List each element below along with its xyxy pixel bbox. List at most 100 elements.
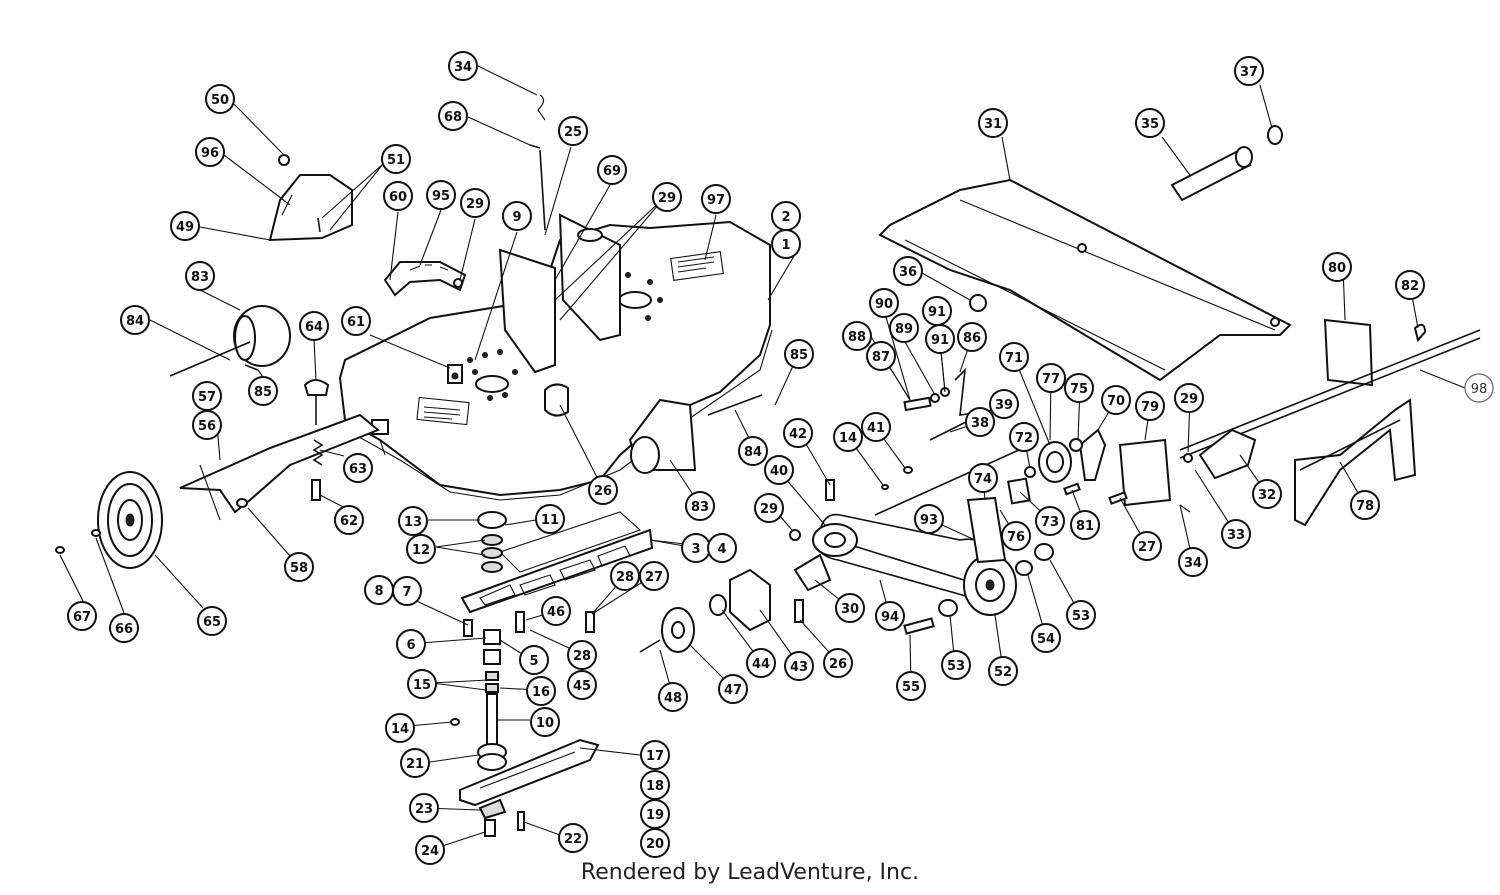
callout-20: 20 bbox=[646, 837, 664, 852]
callout-82-circle bbox=[1395, 270, 1425, 300]
callout-35-circle bbox=[1135, 108, 1165, 138]
callout-16: 16 bbox=[532, 685, 550, 700]
callout-90-circle bbox=[869, 288, 899, 318]
callout-26-a: 26 bbox=[594, 484, 612, 499]
callout-61-circle bbox=[341, 306, 371, 336]
callout-98: 98 bbox=[1471, 382, 1488, 397]
callout-56-circle bbox=[192, 410, 222, 440]
callout-50-circle bbox=[205, 84, 235, 114]
callout-64: 64 bbox=[305, 320, 323, 335]
callout-58: 58 bbox=[290, 561, 308, 576]
wheel-and-roller-parts bbox=[55, 94, 763, 569]
callout-6: 6 bbox=[406, 638, 415, 653]
callout-10-circle bbox=[530, 707, 560, 737]
callout-66-circle bbox=[109, 613, 139, 643]
callout-27-b: 27 bbox=[1138, 540, 1156, 555]
callout-70-circle bbox=[1101, 385, 1131, 415]
callout-26-b-circle bbox=[823, 648, 853, 678]
callout-93-circle bbox=[914, 504, 944, 534]
callout-45-circle bbox=[567, 670, 597, 700]
callout-60: 60 bbox=[389, 190, 407, 205]
callout-57: 57 bbox=[198, 390, 216, 405]
callout-28-a: 28 bbox=[616, 570, 634, 585]
callout-86: 86 bbox=[963, 331, 981, 346]
callout-51-circle bbox=[381, 144, 411, 174]
callout-54-circle bbox=[1031, 623, 1061, 653]
callout-83-b-circle bbox=[685, 491, 715, 521]
callout-63: 63 bbox=[349, 462, 367, 477]
callout-29-c-circle bbox=[754, 493, 784, 523]
callout-42: 42 bbox=[789, 427, 807, 442]
callout-85-a-circle bbox=[248, 376, 278, 406]
callout-43-circle bbox=[784, 651, 814, 681]
callout-61: 61 bbox=[347, 315, 365, 330]
callout-45: 45 bbox=[573, 679, 591, 694]
callout-49-circle bbox=[170, 211, 200, 241]
callout-66: 66 bbox=[115, 622, 133, 637]
callout-74: 74 bbox=[974, 472, 992, 487]
callout-10: 10 bbox=[536, 716, 554, 731]
callout-91-a: 91 bbox=[928, 305, 946, 320]
callout-96-circle bbox=[195, 137, 225, 167]
callout-89-circle bbox=[889, 313, 919, 343]
callout-85-b: 85 bbox=[790, 348, 808, 363]
callout-12-circle bbox=[406, 534, 436, 564]
callout-15-circle bbox=[407, 669, 437, 699]
callout-91-b: 91 bbox=[931, 333, 949, 348]
callout-34-b: 34 bbox=[1184, 556, 1202, 571]
callout-7-circle bbox=[392, 576, 422, 606]
callout-67: 67 bbox=[73, 610, 91, 625]
callout-39-circle bbox=[989, 389, 1019, 419]
callout-84-a: 84 bbox=[126, 314, 144, 329]
callout-11: 11 bbox=[541, 513, 559, 528]
callout-26-a-circle bbox=[588, 475, 618, 505]
callout-68: 68 bbox=[444, 110, 462, 125]
callout-86-circle bbox=[957, 322, 987, 352]
spindle-assembly bbox=[450, 511, 654, 837]
callout-36: 36 bbox=[899, 265, 917, 280]
callout-82: 82 bbox=[1401, 279, 1419, 294]
callout-25: 25 bbox=[564, 125, 582, 140]
callout-14-a: 14 bbox=[391, 722, 409, 737]
callout-22: 22 bbox=[564, 832, 582, 847]
callout-29-d-circle bbox=[1174, 383, 1204, 413]
callout-40: 40 bbox=[770, 464, 788, 479]
callout-40-circle bbox=[764, 455, 794, 485]
callout-91-b-circle bbox=[925, 324, 955, 354]
callout-29-a: 29 bbox=[466, 197, 484, 212]
callout-69: 69 bbox=[603, 164, 621, 179]
callout-77-circle bbox=[1036, 363, 1066, 393]
callout-87: 87 bbox=[872, 350, 890, 365]
callout-97-circle bbox=[701, 184, 731, 214]
callout-74-circle bbox=[968, 463, 998, 493]
callout-63-circle bbox=[343, 453, 373, 483]
callout-23: 23 bbox=[415, 802, 433, 817]
callout-94-circle bbox=[875, 601, 905, 631]
callout-53-a: 53 bbox=[1072, 609, 1090, 624]
callout-55: 55 bbox=[902, 680, 920, 695]
callout-72-circle bbox=[1009, 422, 1039, 452]
callout-25-circle bbox=[558, 116, 588, 146]
callout-78: 78 bbox=[1356, 499, 1374, 514]
callout-15: 15 bbox=[413, 678, 431, 693]
callout-62: 62 bbox=[340, 514, 358, 529]
callout-34-b-circle bbox=[1178, 547, 1208, 577]
callout-75: 75 bbox=[1070, 382, 1088, 397]
callout-83-a: 83 bbox=[191, 270, 209, 285]
callout-83-b: 83 bbox=[691, 500, 709, 515]
callout-96: 96 bbox=[201, 146, 219, 161]
callout-85-a: 85 bbox=[254, 385, 272, 400]
callout-11-circle bbox=[535, 504, 565, 534]
callout-30: 30 bbox=[841, 602, 859, 617]
callout-48-circle bbox=[658, 682, 688, 712]
callout-24-circle bbox=[415, 835, 445, 865]
callout-32-circle bbox=[1252, 479, 1282, 509]
callout-76-circle bbox=[1001, 521, 1031, 551]
callout-65-circle bbox=[197, 606, 227, 636]
callout-18: 18 bbox=[646, 779, 664, 794]
callout-84-a-circle bbox=[120, 305, 150, 335]
callout-84-b-circle bbox=[738, 436, 768, 466]
callout-34-a: 34 bbox=[454, 60, 472, 75]
callout-85-b-circle bbox=[784, 339, 814, 369]
callout-37-circle bbox=[1234, 56, 1264, 86]
